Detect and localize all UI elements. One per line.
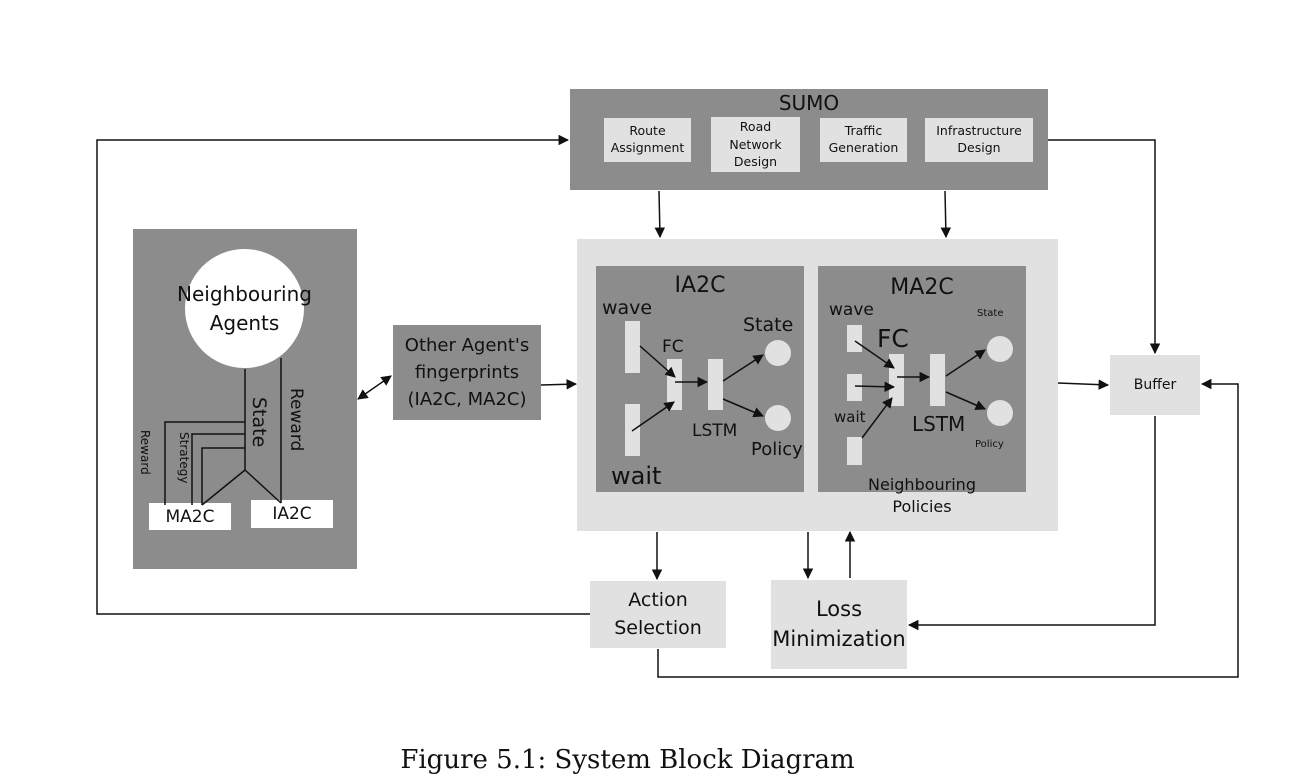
figure-caption: Figure 5.1: System Block Diagram xyxy=(400,745,855,775)
traffic-generation-label: Traffic Generation xyxy=(828,123,899,155)
strategy-line-a xyxy=(191,433,245,505)
ma2c-wave-label: wave xyxy=(829,300,874,320)
ia2c-state-label: State xyxy=(743,314,794,336)
ma2c-policy-label: Policy xyxy=(975,439,1004,450)
loss-minimization-label: Loss Minimization xyxy=(772,597,906,651)
ia2c-label-box: IA2C xyxy=(251,500,333,528)
ma2c-lstm-to-policy xyxy=(945,391,986,411)
ma2c-neighbour-to-fc xyxy=(861,397,893,439)
ma2c-state-node xyxy=(987,336,1013,362)
ia2c-policy-label: Policy xyxy=(751,439,803,460)
reward-left-line xyxy=(164,421,245,505)
state-vertical-label: State xyxy=(248,397,270,448)
ma2c-lstm-to-state xyxy=(945,349,986,377)
reward-left-vertical-label: Reward xyxy=(138,430,152,475)
sumo-to-buffer-line xyxy=(1048,139,1161,355)
ia2c-wave-label: wave xyxy=(602,297,653,319)
ia2c-state-node xyxy=(765,340,791,366)
ia2c-lstm-to-policy xyxy=(722,398,764,418)
ma2c-agent-label: MA2C xyxy=(165,507,215,527)
ia2c-wave-to-fc xyxy=(639,345,676,378)
ma2c-lstm-bar xyxy=(930,354,945,406)
ia2c-wait-label: wait xyxy=(611,462,662,490)
ma2c-title: MA2C xyxy=(890,275,954,300)
strategy-line-b xyxy=(201,447,245,505)
sumo-to-ia2c-arrow xyxy=(654,190,666,239)
neighbouring-agents-circle: Neighbouring Agents xyxy=(177,249,312,368)
action-selection-label: Action Selection xyxy=(614,588,702,639)
action-to-sumo-line xyxy=(96,134,590,615)
infrastructure-design-label: Infrastructure Design xyxy=(936,123,1022,155)
ma2c-label-box: MA2C xyxy=(149,503,231,530)
sumo-infrastructure-design: Infrastructure Design xyxy=(925,118,1033,162)
ma2c-wait-to-fc xyxy=(854,381,896,393)
action-to-buffer-line xyxy=(657,378,1239,678)
ma2c-wait-label: wait xyxy=(834,408,866,426)
ia2c-lstm-label: LSTM xyxy=(692,421,738,441)
ma2c-fc-label: FC xyxy=(877,324,909,353)
ia2c-lstm-bar xyxy=(708,359,723,410)
sumo-to-ma2c-arrow xyxy=(940,190,952,239)
ma2c-wave-input-bar xyxy=(847,325,862,352)
ia2c-wave-input-bar xyxy=(625,321,640,373)
neighbouring-agents-label: Neighbouring Agents xyxy=(177,281,312,335)
buffer-box: Buffer xyxy=(1110,355,1200,415)
state-fork-left xyxy=(201,469,246,506)
route-assignment-label: Route Assignment xyxy=(610,123,685,155)
neighbouring-policies-label: Neighbouring Policies xyxy=(818,474,1026,519)
ia2c-policy-node xyxy=(765,405,791,431)
reward-right-vertical-label: Reward xyxy=(286,388,306,452)
fingerprints-box: Other Agent's fingerprints (IA2C, MA2C) xyxy=(393,325,541,420)
buffer-label: Buffer xyxy=(1133,377,1177,393)
ma2c-wait-input-bar xyxy=(847,374,862,401)
strategy-vertical-label: Strategy xyxy=(177,432,191,484)
state-fork-right xyxy=(244,469,282,504)
neighbouring-policies-text: Neighbouring Policies xyxy=(868,475,976,517)
ma2c-neighbour-input-bar xyxy=(847,437,862,465)
ma2c-wave-to-fc xyxy=(854,340,895,369)
fingerprints-neighbours-arrow xyxy=(357,375,392,400)
ma2c-policy-node xyxy=(987,400,1013,426)
ma2c-lstm-label: LSTM xyxy=(912,412,966,436)
ia2c-lstm-to-state xyxy=(722,354,764,382)
ia2c-title: IA2C xyxy=(674,273,726,298)
road-network-design-label: Road Network Design xyxy=(729,119,782,170)
sumo-title: SUMO xyxy=(778,91,840,115)
ia2c-agent-label: IA2C xyxy=(272,504,312,524)
loss-minimization-box: Loss Minimization xyxy=(771,580,907,669)
ma2c-state-label: State xyxy=(977,308,1004,319)
buffer-to-loss-line xyxy=(907,416,1156,631)
action-selection-box: Action Selection xyxy=(590,581,726,648)
sumo-traffic-generation: Traffic Generation xyxy=(820,118,907,162)
sumo-route-assignment: Route Assignment xyxy=(604,118,691,162)
sumo-road-network-design: Road Network Design xyxy=(711,117,800,172)
fingerprints-to-agents-arrow xyxy=(540,379,578,390)
ia2c-fc-label: FC xyxy=(662,337,684,357)
ia2c-wait-to-fc xyxy=(631,401,675,432)
agents-to-buffer-arrow xyxy=(1057,379,1110,390)
fingerprints-label: Other Agent's fingerprints (IA2C, MA2C) xyxy=(404,335,530,410)
